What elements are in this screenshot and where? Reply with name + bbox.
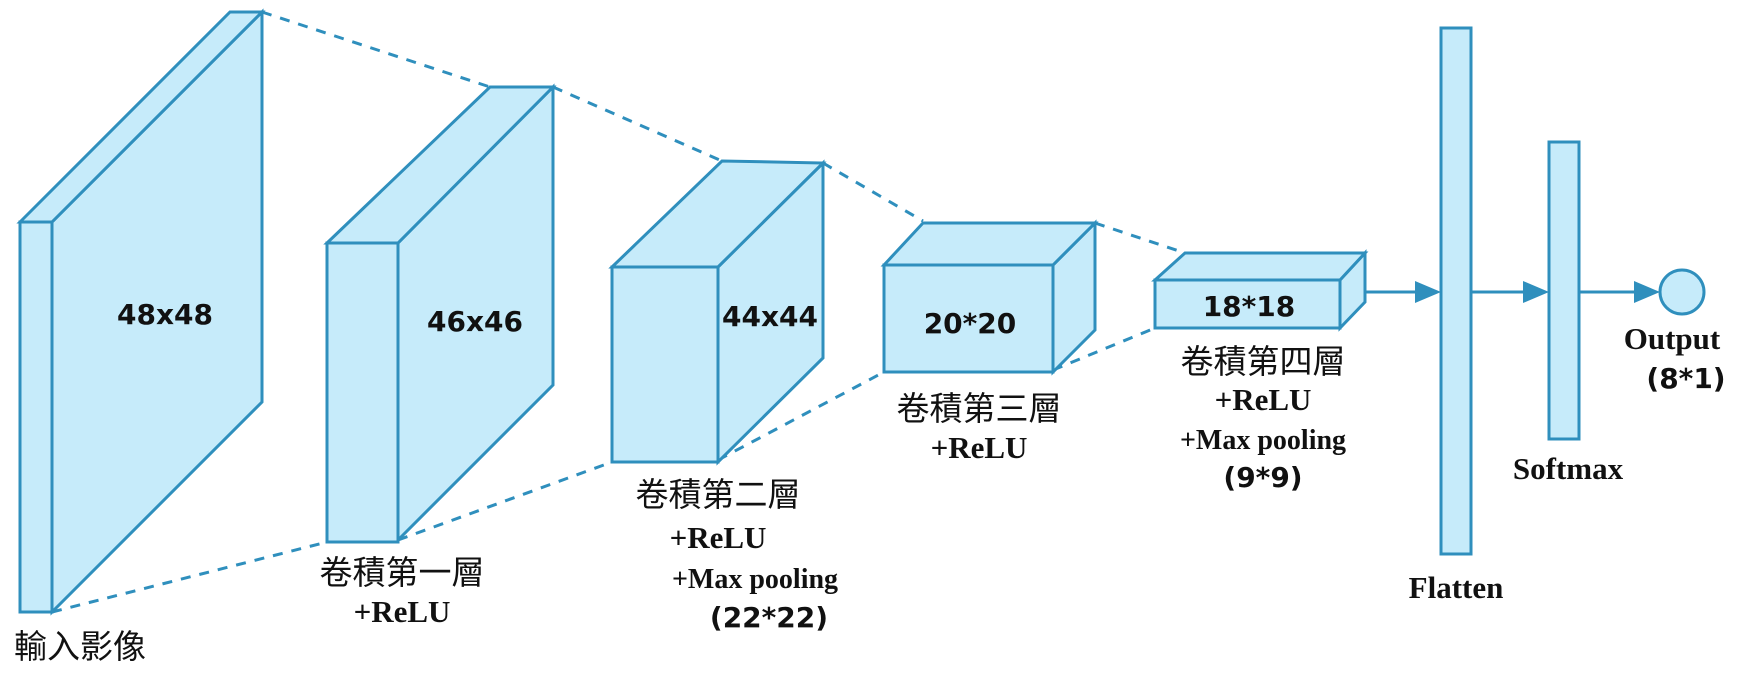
layer-connectors: [51, 10, 1186, 614]
output-size-label: (8*1): [1646, 362, 1725, 395]
conv2-block-front-face: [610, 265, 720, 464]
conv1-block-front-face: [325, 241, 400, 544]
conv4-pool-size-label: (9*9): [1223, 461, 1302, 494]
conv3-label: 卷積第三層: [897, 389, 1062, 428]
conv4-block: 18*18: [1151, 249, 1369, 332]
conv2-activation-label: +ReLU: [670, 520, 767, 555]
conv1-label: 卷積第一層: [320, 553, 485, 592]
conv2-pool-size-label: (22*22): [710, 601, 828, 634]
flatten-bar: [1439, 26, 1473, 556]
conv3-block: 20*20: [880, 219, 1099, 376]
connector-conv1-conv2-top: [552, 85, 723, 163]
conv4-label: 卷積第四層: [1181, 342, 1346, 381]
input-image-block: 48x48: [16, 8, 266, 616]
arrow-softmax-output-head: [1634, 281, 1660, 303]
softmax-label: Softmax: [1513, 451, 1624, 486]
conv4-block-top-face: [1151, 251, 1369, 282]
conv4-activation-label: +ReLU: [1215, 382, 1312, 417]
conv3-activation-label: +ReLU: [931, 430, 1028, 465]
conv1-activation-label: +ReLU: [354, 594, 451, 629]
conv2-block: 44x44: [608, 159, 827, 466]
conv1-dims-label: 46x46: [427, 305, 523, 338]
flow-arrows: [1365, 281, 1660, 303]
conv2-pooling-label: +Max pooling: [672, 564, 838, 595]
arrow-flatten-softmax-head: [1523, 281, 1549, 303]
connector-input-conv1-top: [261, 10, 491, 89]
connector-input-conv1-bottom: [51, 540, 328, 614]
conv4-dims-label: 18*18: [1203, 290, 1296, 323]
conv1-block: 46x46: [323, 83, 557, 544]
flatten-label: Flatten: [1409, 570, 1504, 605]
connector-conv3-conv4-top: [1094, 221, 1186, 255]
connector-conv2-conv3-top: [822, 161, 924, 223]
output-label: Output: [1624, 321, 1721, 356]
conv4-pooling-label: +Max pooling: [1180, 425, 1346, 456]
softmax-bar: [1547, 140, 1581, 441]
connector-conv2-conv3-bottom: [717, 370, 885, 462]
input-dims-label: 48x48: [117, 298, 213, 331]
conv2-label: 卷積第二層: [636, 475, 801, 514]
input-block-front-face: [18, 220, 54, 614]
input-label: 輸入影像: [14, 627, 146, 666]
output-node: [1658, 268, 1706, 316]
conv3-dims-label: 20*20: [924, 307, 1017, 340]
arrow-conv4-flatten-head: [1415, 281, 1441, 303]
conv2-dims-label: 44x44: [722, 300, 818, 333]
conv3-block-front-face: [882, 263, 1055, 374]
conv4-block-front-face: [1153, 278, 1342, 330]
